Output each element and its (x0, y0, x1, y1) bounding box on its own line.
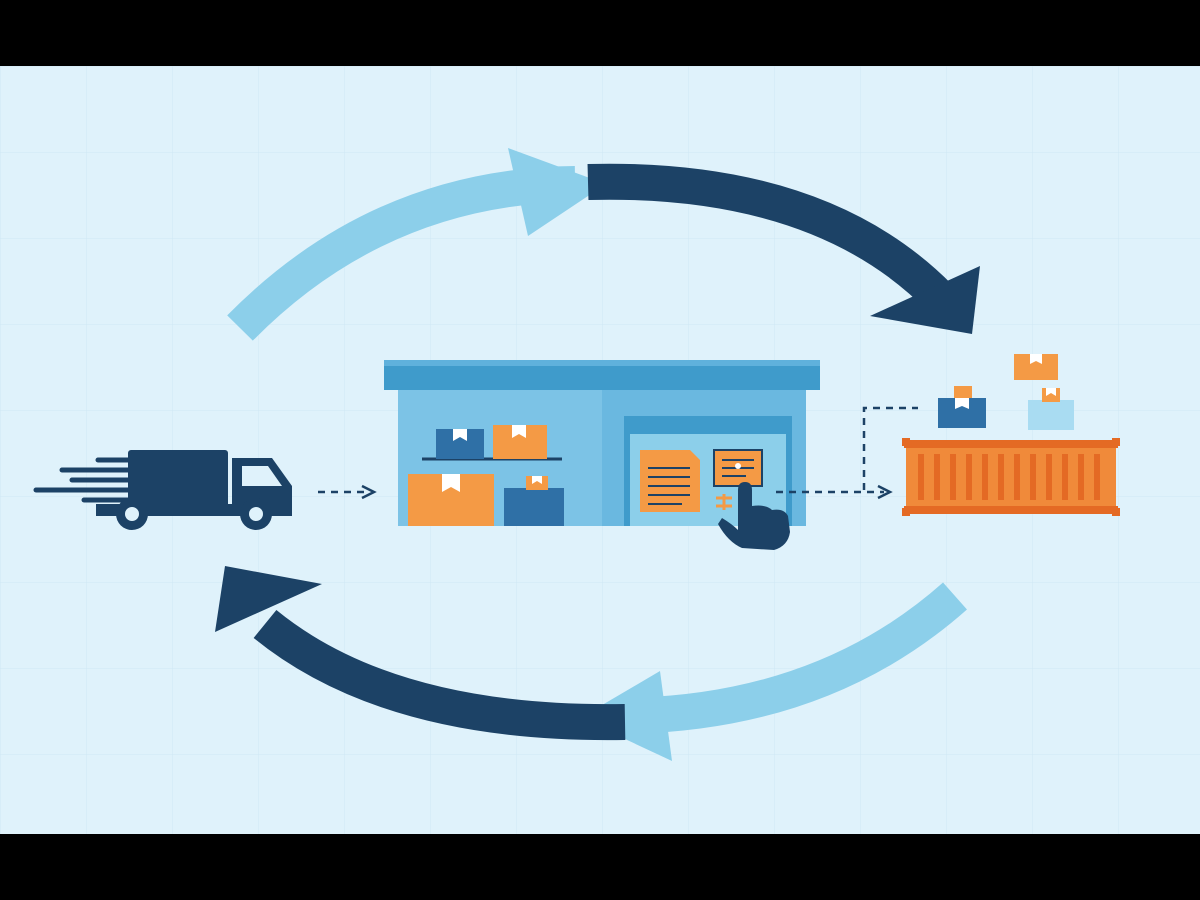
container-rib (1046, 454, 1052, 500)
container-rib (1014, 454, 1020, 500)
truck-window (242, 466, 282, 486)
container-rib (998, 454, 1004, 500)
container-rib (934, 454, 940, 500)
container-bottom-rail (904, 506, 1118, 514)
cycle-arrow-top-dark-segment (587, 163, 953, 311)
container-rib (982, 454, 988, 500)
delivery-truck-icon (33, 450, 292, 530)
box-icon (1014, 354, 1058, 380)
cycle-arrow-top-dark-head (870, 266, 980, 334)
container-top-rail (904, 440, 1118, 448)
container-rib (918, 454, 924, 500)
box-icon (493, 425, 547, 459)
letterbox-bottom (0, 834, 1200, 900)
cycle-arrow-bottom (215, 566, 967, 761)
cycle-arrow-bottom-dark-head (215, 566, 322, 632)
warehouse-icon (384, 360, 820, 550)
pointing-hand-icon (718, 482, 790, 550)
edge-warehouse-to-container (776, 406, 918, 500)
container-ribs (918, 454, 1100, 500)
cycle-arrow-bottom-dark-segment (253, 609, 626, 741)
edge-truck-to-warehouse (318, 484, 377, 500)
box-icon (408, 474, 494, 526)
container-corner (1112, 508, 1120, 516)
cycle-arrow-bottom-light-segment (614, 582, 967, 734)
box-icon (938, 386, 986, 428)
box-icon (436, 429, 484, 459)
truck-wheel-rear-hub (125, 507, 139, 521)
container-corner (1112, 438, 1120, 446)
diagram-canvas (0, 66, 1200, 834)
container-rib (1094, 454, 1100, 500)
container-rib (1062, 454, 1068, 500)
container-rib (950, 454, 956, 500)
container-rib (966, 454, 972, 500)
letterbox-top (0, 0, 1200, 66)
document-icon (640, 450, 700, 512)
cycle-arrow-bottom-light-head (580, 671, 672, 761)
cycle-arrow-top-light-head (508, 148, 606, 236)
box-icon (1028, 388, 1074, 430)
screen-panel-icon (713, 449, 763, 487)
logistics-cycle-diagram (0, 66, 1200, 834)
container-corner (902, 508, 910, 516)
container-corner (902, 438, 910, 446)
warehouse-roof-trim (384, 360, 820, 366)
box-icon (504, 476, 564, 526)
shipping-container-icon (902, 438, 1120, 516)
truck-wheel-front-hub (249, 507, 263, 521)
container-rib (1078, 454, 1084, 500)
plus-minus-icon (716, 494, 732, 510)
truck-cargo-box (128, 450, 228, 510)
container-rib (1030, 454, 1036, 500)
cycle-arrow-top (227, 148, 980, 341)
